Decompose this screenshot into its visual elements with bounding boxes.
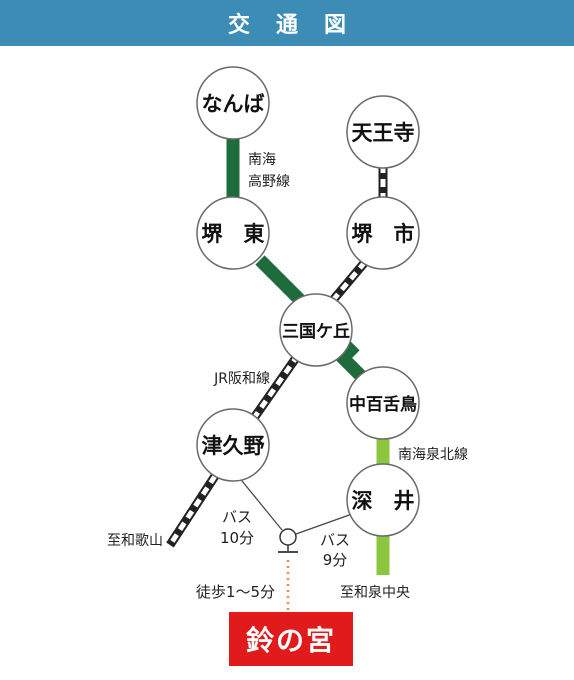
header-bar: 交通図 bbox=[0, 0, 574, 46]
station-sakaishi: 堺 市 bbox=[346, 196, 420, 270]
destination-label: 鈴の宮 bbox=[245, 624, 336, 657]
label-jr-hanwa: JR阪和線 bbox=[213, 371, 270, 387]
station-fukai-label: 深 井 bbox=[352, 489, 415, 513]
bus-route-tsukuno bbox=[237, 475, 283, 531]
station-tsukuno: 津久野 bbox=[196, 408, 270, 482]
station-tsukuno-label: 津久野 bbox=[202, 434, 265, 458]
header-title: 交通図 bbox=[227, 13, 372, 38]
station-mozu: 中百舌鳥 bbox=[346, 366, 420, 440]
bus-right-label-2: 9分 bbox=[323, 551, 348, 569]
label-nankai-koya-1: 南海 bbox=[248, 152, 276, 168]
bus-route-fukai bbox=[295, 513, 353, 535]
label-senboku: 南海泉北線 bbox=[398, 446, 468, 463]
station-mikunigaoka: 三国ケ丘 bbox=[279, 293, 353, 367]
station-namba: なんば bbox=[196, 66, 270, 140]
station-tennoji-label: 天王寺 bbox=[352, 121, 415, 145]
station-fukai: 深 井 bbox=[346, 463, 420, 537]
line-jr-to-wakayama-outline bbox=[166, 473, 219, 548]
station-sakaishi-label: 堺 市 bbox=[352, 222, 415, 246]
station-namba-label: なんば bbox=[202, 92, 265, 116]
station-sakaihigashi-label: 堺 東 bbox=[202, 222, 265, 246]
station-tennoji: 天王寺 bbox=[346, 95, 420, 169]
bus-stop-marker bbox=[279, 528, 297, 546]
label-nankai-koya-2: 高野線 bbox=[248, 173, 290, 190]
station-sakaihigashi: 堺 東 bbox=[196, 196, 270, 270]
label-to-wakayama: 至和歌山 bbox=[107, 533, 163, 549]
bus-left-label-1: バス bbox=[222, 508, 252, 526]
walk-time-label: 徒歩1〜5分 bbox=[196, 583, 275, 601]
bus-right-label-1: バス bbox=[320, 531, 350, 549]
destination-box: 鈴の宮 bbox=[229, 612, 353, 666]
bus-left-label-2: 10分 bbox=[220, 529, 254, 547]
label-to-izumi-chuo: 至和泉中央 bbox=[340, 584, 410, 601]
station-mozu-label: 中百舌鳥 bbox=[349, 394, 417, 415]
station-mikunigaoka-label: 三国ケ丘 bbox=[282, 322, 350, 342]
